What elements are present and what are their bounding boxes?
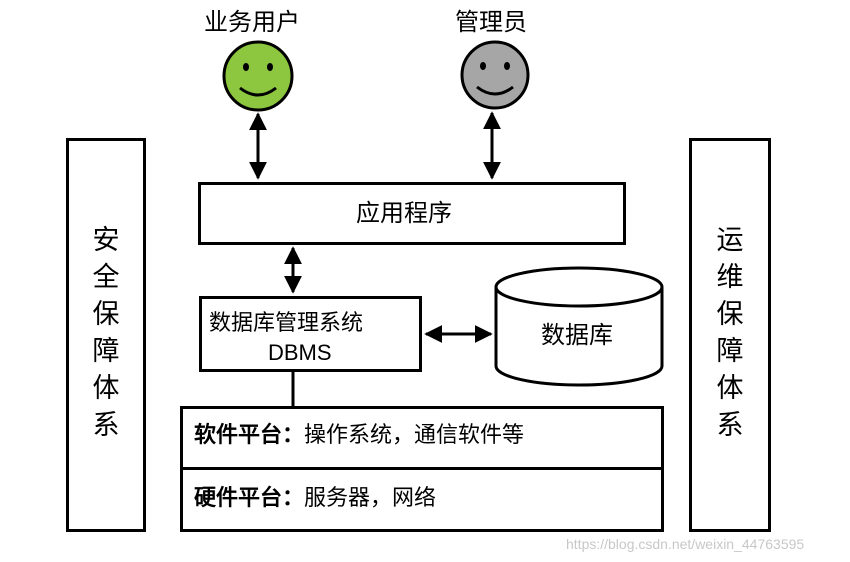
operations-assurance-label: 运 维 保 障 体 系	[716, 225, 744, 441]
database-label: 数据库	[541, 321, 613, 349]
business-user-label: 业务用户	[204, 8, 300, 36]
software-platform-row: 软件平台：操作系统，通信软件等	[194, 417, 524, 449]
hardware-platform-row: 硬件平台：服务器，网络	[194, 480, 436, 512]
application-label: 应用程序	[356, 199, 452, 227]
database-cylinder	[494, 266, 664, 387]
platform-divider	[180, 467, 664, 470]
software-platform-title: 软件平台：	[194, 423, 305, 448]
watermark: https://blog.csdn.net/weixin_44763595	[566, 536, 805, 552]
dbms-label-line2: DBMS	[268, 340, 332, 365]
admin-label: 管理员	[455, 8, 527, 36]
security-assurance-pillar	[66, 138, 146, 532]
dbms-box	[199, 296, 422, 372]
admin-face-icon	[460, 40, 530, 110]
software-platform-detail: 操作系统，通信软件等	[304, 423, 525, 448]
dbms-label-line1: 数据库管理系统	[209, 311, 364, 336]
hardware-platform-detail: 服务器，网络	[304, 486, 437, 511]
hardware-platform-title: 硬件平台：	[194, 486, 305, 511]
security-assurance-label: 安 全 保 障 体 系	[92, 225, 120, 441]
application-box	[198, 182, 626, 245]
operations-assurance-pillar	[689, 138, 771, 532]
business-user-face-icon	[222, 40, 294, 112]
